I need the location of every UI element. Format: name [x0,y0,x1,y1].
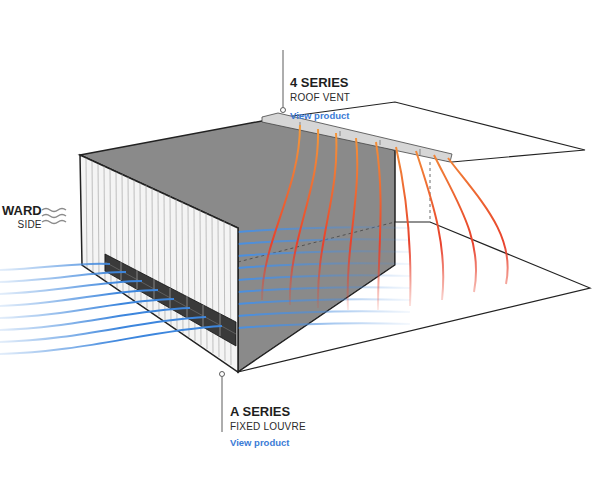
product-type: ROOF VENT [290,92,350,104]
wind-icon [42,209,66,224]
product-name: 4 SERIES [290,76,349,91]
wind-label: WARD [2,204,42,219]
cool-air-exterior [0,264,222,354]
product-type: FIXED LOUVRE [230,421,306,433]
product-link: View product [230,438,289,449]
product-name: A SERIES [230,405,290,420]
leader-line [220,50,286,432]
wind-label: SIDE [18,219,42,231]
product-link: View product [290,111,349,122]
warm-air [262,125,508,310]
